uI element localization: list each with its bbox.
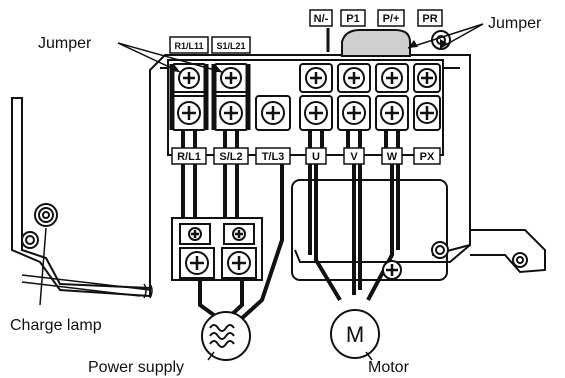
terminal-label-v: V [350, 151, 358, 163]
top-terminal-labels: R1/L11 S1/L21 N/- P1 P/+ PR [169, 9, 443, 54]
terminal-label-p1: P1 [346, 13, 359, 25]
terminal-label-pr: PR [422, 13, 437, 25]
callout-charge-lamp: Charge lamp [10, 317, 102, 334]
input-terminal-crosses [190, 230, 246, 270]
terminal-label-r1: R1/L11 [174, 41, 203, 51]
output-wires [181, 130, 400, 322]
callout-jumper-right: Jumper [488, 15, 542, 32]
terminal-label-r: R/L1 [177, 151, 201, 163]
jumper-wires-left [169, 64, 251, 130]
terminal-label-u: U [312, 151, 320, 163]
terminal-label-n: N/- [314, 13, 329, 25]
terminal-label-t: T/L3 [262, 151, 285, 163]
callout-arrowheads [170, 39, 447, 72]
terminal-label-p: P/+ [383, 13, 400, 25]
callout-power-supply: Power supply [88, 359, 184, 376]
middle-row-screw-crosses [182, 106, 434, 120]
terminal-label-px: PX [420, 151, 435, 163]
input-terminal-block [171, 217, 263, 281]
callout-jumper-left: Jumper [38, 35, 92, 52]
ground-screw-icon [382, 260, 402, 280]
terminal-label-s1: S1/L21 [216, 41, 245, 51]
callout-leaders [39, 23, 484, 361]
power-supply-icon [201, 311, 251, 361]
motor-symbol-label: M [346, 322, 364, 347]
top-row-screw-crosses [183, 72, 433, 84]
charge-lamp-icon [34, 203, 58, 227]
terminal-label-w: W [387, 151, 398, 163]
jumper-bar-p1-p [341, 29, 411, 57]
motor-icon: M [330, 309, 380, 359]
terminal-label-s: S/L2 [219, 151, 242, 163]
callout-motor: Motor [368, 359, 410, 376]
main-terminal-labels: R/L1 S/L2 T/L3 U V W PX [171, 147, 441, 165]
